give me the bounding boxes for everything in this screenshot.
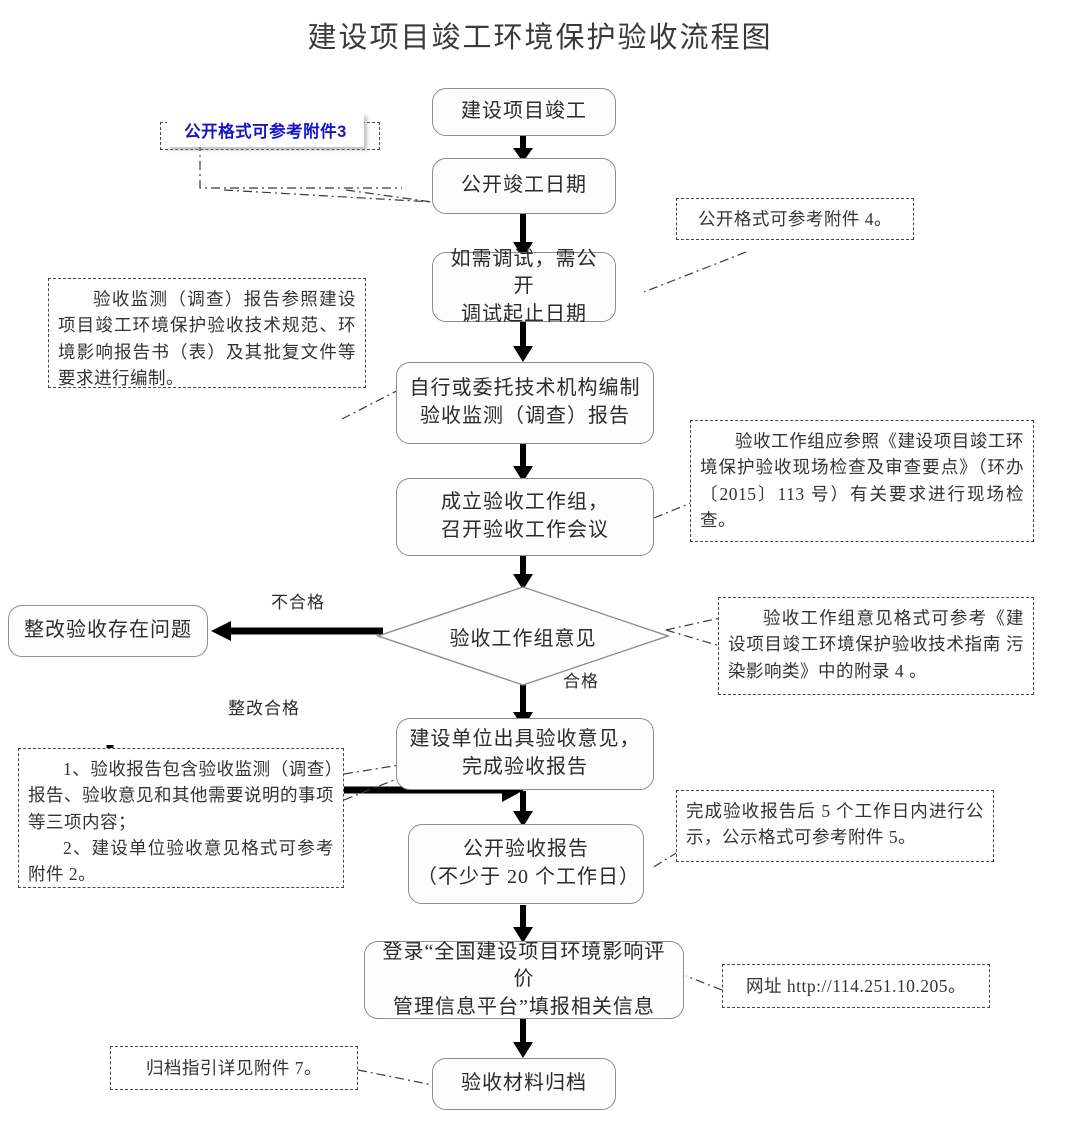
- node-label-line1: 成立验收工作组，: [441, 491, 609, 514]
- note-publicity-5days: 完成验收报告后 5 个工作日内进行公示，公示格式可参考附件 5。: [676, 790, 994, 862]
- node-label-line2: 管理信息平台”填报相关信息: [393, 995, 655, 1018]
- leader-opinion-note-to-decision: [664, 610, 724, 654]
- note-archive-text: 归档指引详见附件 7。: [145, 1057, 323, 1078]
- arrow-n8-to-n9: [511, 905, 535, 943]
- node-label-line2: 调试起止日期: [461, 302, 587, 325]
- leader-attachment4-to-n3: [640, 250, 750, 300]
- leader-website-note-to-n9: [682, 970, 726, 1000]
- node-publish-commissioning-dates[interactable]: 如需调试，需公开 调试起止日期: [432, 248, 616, 325]
- node-label: 整改验收存在问题: [24, 619, 192, 642]
- note-monitoring-report: 验收监测（调查）报告参照建设项目竣工环境保护验收技术规范、环境影响报告书（表）及…: [48, 278, 366, 388]
- node-form-workgroup[interactable]: 成立验收工作组， 召开验收工作会议: [396, 478, 654, 556]
- node-issue-acceptance-opinion[interactable]: 建设单位出具验收意见， 完成验收报告: [396, 718, 654, 790]
- node-label-line2: 完成验收报告: [462, 756, 588, 778]
- node-label-line1: 登录“全国建设项目环境影响评价: [382, 940, 666, 991]
- note-attachment4-text: 公开格式可参考附件 4。: [697, 208, 893, 229]
- decision-workgroup-opinion[interactable]: 验收工作组意见: [376, 585, 670, 687]
- node-archive-materials[interactable]: 验收材料归档: [432, 1058, 616, 1110]
- note-archive: 归档指引详见附件 7。: [110, 1046, 358, 1090]
- arrow-n3-to-n4: [511, 320, 535, 362]
- node-label-line2: （不少于 20 个工作日）: [417, 866, 640, 888]
- note-report-contents-line1: 1、验收报告包含验收监测（调查）报告、验收意见和其他需要说明的事项等三项内容；: [28, 759, 334, 832]
- page-title: 建设项目竣工环境保护验收流程图: [307, 22, 773, 54]
- node-login-platform[interactable]: 登录“全国建设项目环境影响评价 管理信息平台”填报相关信息: [364, 941, 684, 1019]
- node-label: 建设项目竣工: [461, 100, 587, 123]
- note-workgroup-inspection-text: 验收工作组应参照《建设项目竣工环境保护验收现场检查及审查要点》（环办〔2015〕…: [700, 431, 1024, 530]
- decision-label: 验收工作组意见: [449, 627, 597, 650]
- node-label-line1: 如需调试，需公开: [450, 247, 598, 298]
- node-publish-acceptance-report[interactable]: 公开验收报告 （不少于 20 个工作日）: [408, 824, 644, 904]
- node-label: 公开竣工日期: [461, 174, 587, 197]
- node-label-line1: 建设单位出具验收意见，: [409, 728, 641, 751]
- arrow-n7-to-n8: [511, 791, 535, 827]
- branch-label-fail: 不合格: [271, 593, 325, 612]
- node-project-completion[interactable]: 建设项目竣工: [432, 88, 616, 136]
- branch-label-pass: 合格: [563, 672, 599, 691]
- note-publicity-5days-text: 完成验收报告后 5 个工作日内进行公示，公示格式可参考附件 5。: [686, 801, 984, 848]
- note-attachment4: 公开格式可参考附件 4。: [676, 198, 914, 240]
- branch-label-return: 整改合格: [228, 699, 300, 718]
- node-label: 验收材料归档: [461, 1072, 587, 1095]
- arrow-n5-to-decision: [511, 554, 535, 590]
- leader-archive-note-to-n10: [356, 1064, 442, 1100]
- arrow-n4-to-n5: [511, 442, 535, 482]
- note-workgroup-opinion-text: 验收工作组意见格式可参考《建设项目竣工环境保护验收技术指南 污染影响类》中的附录…: [728, 608, 1024, 681]
- node-rectify-issues[interactable]: 整改验收存在问题: [8, 605, 208, 657]
- arrow-decision-fail-to-n6: [205, 618, 385, 644]
- node-label-line2: 验收监测（调查）报告: [420, 405, 630, 427]
- node-label-line1: 公开验收报告: [463, 838, 589, 861]
- node-prepare-acceptance-report[interactable]: 自行或委托技术机构编制 验收监测（调查）报告: [396, 362, 654, 444]
- note-website-text: 网址 http://114.251.10.205。: [746, 975, 966, 996]
- node-publish-completion-date[interactable]: 公开竣工日期: [432, 158, 616, 214]
- note-website: 网址 http://114.251.10.205。: [722, 964, 990, 1008]
- note-attachment3-text: 公开格式可参考附件3: [167, 113, 364, 147]
- note-report-contents: 1、验收报告包含验收监测（调查）报告、验收意见和其他需要说明的事项等三项内容； …: [18, 748, 344, 888]
- note-attachment3: 公开格式可参考附件3: [160, 113, 380, 150]
- note-workgroup-opinion: 验收工作组意见格式可参考《建设项目竣工环境保护验收技术指南 污染影响类》中的附录…: [718, 597, 1034, 695]
- arrow-n2-to-n3: [511, 210, 535, 258]
- node-label-line1: 自行或委托技术机构编制: [409, 377, 641, 400]
- note-workgroup-inspection: 验收工作组应参照《建设项目竣工环境保护验收现场检查及审查要点》（环办〔2015〕…: [690, 420, 1034, 542]
- note-report-contents-line2: 2、建设单位验收意见格式可参考附件 2。: [28, 837, 334, 884]
- note-monitoring-report-text: 验收监测（调查）报告参照建设项目竣工环境保护验收技术规范、环境影响报告书（表）及…: [58, 289, 356, 388]
- leader-attachment3-to-n2: [196, 140, 446, 210]
- arrow-n9-to-n10: [511, 1018, 535, 1058]
- node-label-line2: 召开验收工作会议: [441, 519, 609, 541]
